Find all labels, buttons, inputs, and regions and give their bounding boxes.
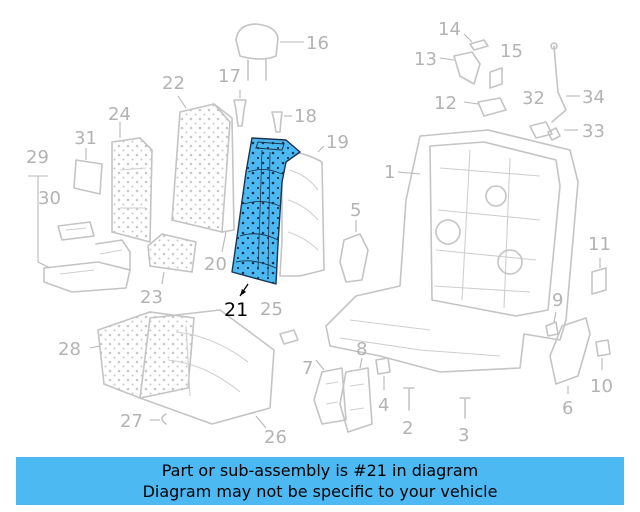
part-31-panel bbox=[73, 148, 103, 195]
label-24: 24 bbox=[108, 104, 131, 125]
part-27-clip bbox=[150, 413, 167, 425]
label-30: 30 bbox=[38, 188, 61, 209]
label-25: 25 bbox=[260, 299, 283, 320]
part-30-cupholder bbox=[57, 221, 95, 241]
part-7-bracket bbox=[313, 359, 347, 425]
label-5: 5 bbox=[350, 200, 361, 221]
part-11-cap bbox=[591, 258, 607, 295]
parts-diagram: 16 17 18 22 19 24 31 29 30 20 23 25 28 2… bbox=[26, 19, 613, 448]
part-33-latch bbox=[547, 127, 578, 141]
label-14: 14 bbox=[438, 19, 461, 40]
part-20-seatback-lower bbox=[221, 231, 227, 253]
label-19: 19 bbox=[326, 132, 349, 153]
part-9-clip bbox=[545, 311, 559, 337]
label-22: 22 bbox=[162, 73, 185, 94]
part-10-cap bbox=[595, 339, 611, 370]
label-6: 6 bbox=[562, 398, 573, 419]
part-2-bolt bbox=[403, 387, 415, 411]
part-32-latch bbox=[529, 121, 553, 139]
label-31: 31 bbox=[74, 128, 97, 149]
info-banner: Part or sub-assembly is #21 in diagram D… bbox=[16, 457, 624, 505]
label-7: 7 bbox=[302, 358, 313, 379]
label-16: 16 bbox=[306, 33, 329, 54]
part-13-cover bbox=[439, 51, 481, 85]
label-21-highlighted: 21 bbox=[224, 299, 248, 321]
label-29: 29 bbox=[26, 147, 49, 168]
part-17-headrest-guide bbox=[233, 90, 247, 127]
label-28: 28 bbox=[58, 339, 81, 360]
label-13: 13 bbox=[414, 49, 437, 70]
part-18-headrest-guide bbox=[271, 111, 292, 133]
label-33: 33 bbox=[582, 121, 605, 142]
part-3-bolt bbox=[459, 397, 471, 419]
label-9: 9 bbox=[552, 290, 563, 311]
banner-line-1: Part or sub-assembly is #21 in diagram bbox=[161, 461, 479, 480]
part-34-cable bbox=[550, 42, 580, 123]
label-27: 27 bbox=[120, 411, 143, 432]
label-10: 10 bbox=[590, 376, 613, 397]
label-12: 12 bbox=[434, 93, 457, 114]
part-15-cover bbox=[489, 67, 503, 89]
part-23-bracket bbox=[147, 233, 197, 285]
banner-line-2: Diagram may not be specific to your vehi… bbox=[142, 482, 498, 501]
label-26: 26 bbox=[264, 427, 287, 448]
part-8-bracket bbox=[339, 357, 373, 433]
part-26-cushion-cover bbox=[139, 309, 275, 429]
part-21-highlighted bbox=[231, 137, 301, 297]
part-19-seatback-cover bbox=[279, 145, 325, 277]
label-18: 18 bbox=[294, 106, 317, 127]
label-32: 32 bbox=[522, 88, 545, 109]
part-16-headrest bbox=[235, 23, 304, 81]
part-6-trim bbox=[549, 317, 591, 394]
part-29-armrest bbox=[28, 175, 131, 293]
part-14-clip bbox=[463, 33, 489, 51]
label-8: 8 bbox=[356, 339, 367, 360]
part-5-bracket bbox=[339, 220, 369, 283]
label-17: 17 bbox=[218, 66, 241, 87]
label-11: 11 bbox=[588, 234, 611, 255]
part-25-bracket bbox=[279, 329, 299, 345]
part-12-bracket bbox=[463, 97, 507, 117]
label-2: 2 bbox=[402, 418, 413, 439]
label-20: 20 bbox=[204, 254, 227, 275]
label-4: 4 bbox=[378, 395, 389, 416]
part-22-seatback-pad bbox=[171, 95, 235, 233]
label-15: 15 bbox=[500, 41, 523, 62]
label-23: 23 bbox=[140, 287, 163, 308]
part-1-seat-frame bbox=[325, 129, 579, 373]
part-24-side-pad bbox=[111, 122, 153, 244]
part-4-bracket bbox=[375, 357, 391, 390]
label-3: 3 bbox=[458, 425, 469, 446]
label-1: 1 bbox=[384, 162, 395, 183]
label-34: 34 bbox=[582, 87, 605, 108]
